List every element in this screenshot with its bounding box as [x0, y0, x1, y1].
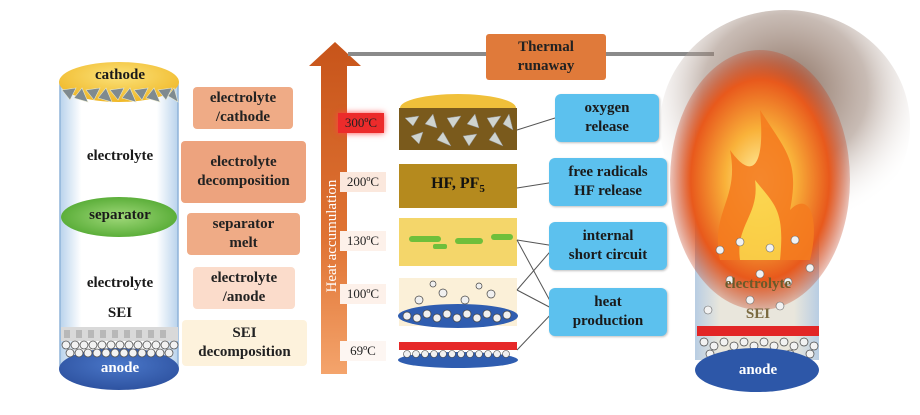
stage-electrolyte-decomposition: electrolyte decomposition	[181, 141, 306, 203]
temp-130: 130ºC	[340, 231, 386, 251]
hf-pf-text: HF, PF	[431, 175, 480, 192]
stage-electrolyte-cathode: electrolyte /cathode	[193, 87, 293, 129]
temp-100: 100ºC	[340, 284, 386, 304]
electrolyte-top-label: electrolyte	[86, 148, 154, 164]
left-battery-cell: cathode electrolyte separator electrolyt…	[58, 62, 182, 392]
effect-internal-short-circuit: internal short circuit	[549, 222, 667, 270]
right-sei-red-layer	[697, 326, 819, 336]
effect-heat-production: heat production	[549, 288, 667, 336]
temp-200: 200ºC	[340, 172, 386, 192]
sei-reaction-block	[398, 342, 518, 368]
effect-free-radicals: free radicals HF release	[549, 158, 667, 206]
anode-cap	[59, 348, 179, 390]
cathode-reaction-block	[399, 94, 517, 150]
stage-sei-decomposition: SEI decomposition	[182, 320, 307, 366]
stage-electrolyte-anode: electrolyte /anode	[193, 267, 295, 309]
connector-lines	[516, 117, 556, 351]
gas-bubbles	[703, 235, 815, 315]
temp-300: 300ºC	[338, 113, 384, 133]
heat-accumulation-arrow	[309, 42, 361, 374]
right-anode-cap	[695, 348, 819, 392]
separator-label: separator	[89, 207, 151, 223]
short-circuit-block	[399, 218, 517, 266]
sei-label: SEI	[107, 305, 133, 321]
temp-69: 69ºC	[340, 341, 386, 361]
anode-label: anode	[100, 360, 140, 376]
left-cell-graphic	[59, 62, 179, 390]
thermal-runaway-line	[348, 52, 488, 56]
right-anode-label: anode	[738, 362, 778, 378]
cathode-label: cathode	[95, 67, 145, 83]
hf-pf-subscript: 5	[479, 183, 485, 196]
burning-cell-graphic	[660, 10, 910, 392]
thermal-runaway-line-right	[604, 52, 714, 56]
sei-layer	[61, 327, 178, 341]
right-sei-label: SEI	[745, 306, 771, 322]
effect-oxygen-release: oxygen release	[555, 94, 659, 142]
hf-block	[399, 164, 517, 208]
anode-reaction-block	[398, 278, 518, 328]
cathode-crystals	[61, 87, 179, 103]
anode-particles	[61, 340, 179, 358]
right-electrolyte-label: electrolyte	[724, 276, 792, 292]
stage-graphics	[398, 94, 518, 368]
thermal-runaway-box: Thermal runaway	[486, 34, 606, 80]
flames	[717, 110, 814, 260]
hf-pf5-label: HF, PF5	[399, 175, 517, 195]
separator-ellipse	[61, 197, 177, 237]
electrolyte-bottom-label: electrolyte	[86, 275, 154, 291]
stage-separator-melt: separator melt	[187, 213, 300, 255]
